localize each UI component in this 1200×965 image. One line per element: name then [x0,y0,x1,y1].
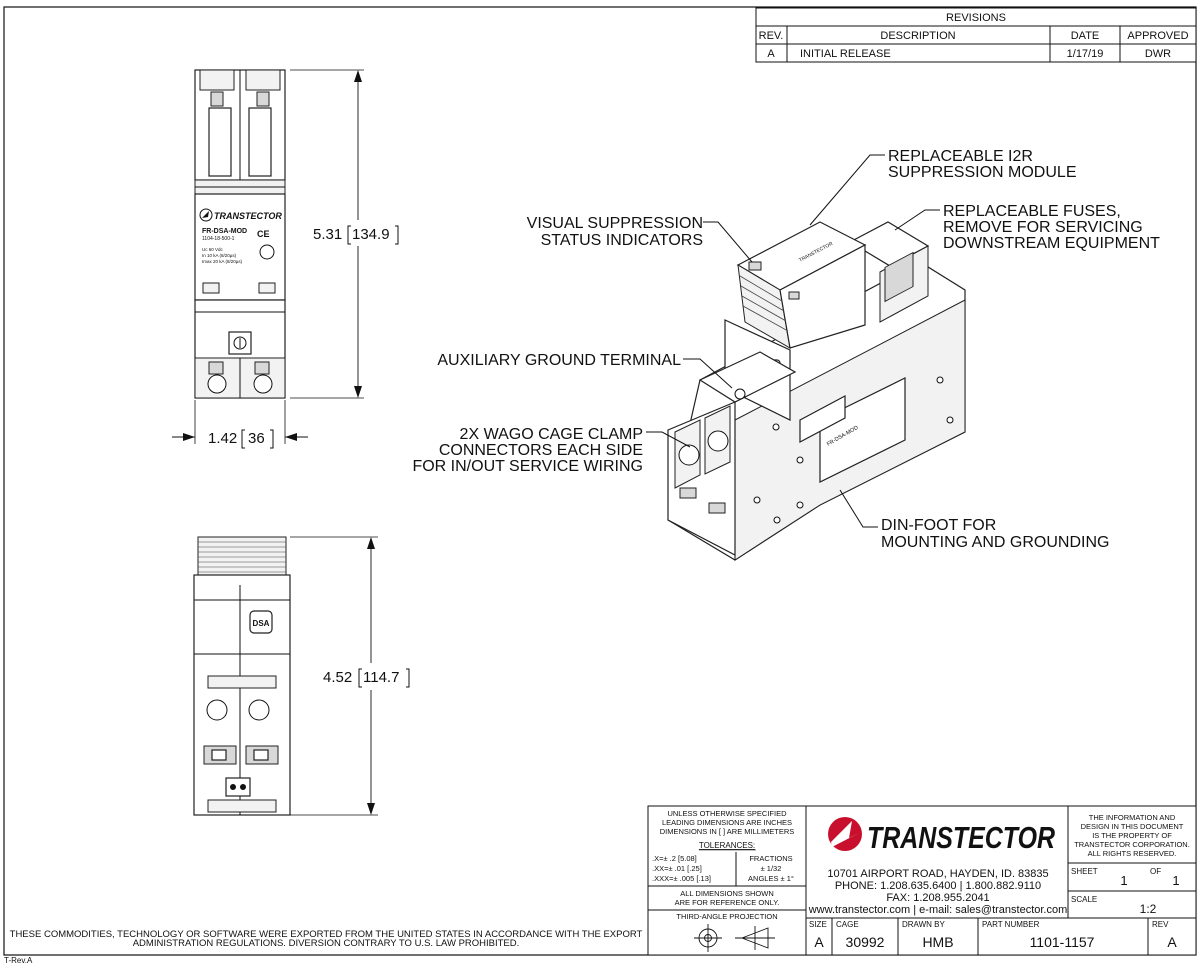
description-header: DESCRIPTION [880,30,955,42]
third-angle-projection-icon [694,924,775,952]
fractions-label: FRACTIONS [749,854,792,863]
callout-din-line2: MOUNTING AND GROUNDING [881,534,1109,551]
address-line-1: 10701 AIRPORT ROAD, HAYDEN, ID. 83835 [827,868,1048,880]
tolerances-label: TOLERANCES: [699,841,755,850]
proprietary-2: DESIGN IN THIS DOCUMENT [1081,822,1184,831]
callout-wago-line3: FOR IN/OUT SERVICE WIRING [412,458,643,475]
date-value: 1/17/19 [1067,48,1104,60]
date-header: DATE [1071,30,1100,42]
transtector-logo-icon [828,817,862,851]
callout-din-line1: DIN-FOOT FOR [881,517,996,534]
of-value: 1 [1172,873,1179,888]
front-height-dimension: 5.31 134.9 [290,69,399,399]
sheet-value: 1 [1120,873,1127,888]
drawn-label: DRAWN BY [902,920,945,929]
callouts: REPLACEABLE I2R SUPPRESSION MODULE REPLA… [412,148,1160,551]
angles-value: ANGLES ± 1° [748,874,794,883]
scale-value: 1:2 [1140,902,1157,916]
proprietary-1: THE INFORMATION AND [1089,813,1176,822]
approved-value: DWR [1145,48,1171,60]
front-view: TRANSTECTOR FR-DSA-MOD 1104-18-500-1 CE … [194,69,286,399]
front-label-brand: TRANSTECTOR [214,211,282,221]
tolerance-3: .XXX=± .005 [.13] [652,874,711,883]
export-notice-line2: ADMINISTRATION REGULATIONS. DIVERSION CO… [133,938,520,949]
rev-value: A [767,48,775,60]
company-name: TRANSTECTOR [867,820,1055,855]
tolerance-2: .XX=± .01 [.25] [652,864,702,873]
front-label-spec-1: Uc 60 Vdc [202,247,224,252]
export-notice-line1: THESE COMMODITIES, TECHNOLOGY OR SOFTWAR… [10,929,643,940]
front-label-model: FR-DSA-MOD [202,228,247,235]
callout-fuses-line1: REPLACEABLE FUSES, [943,203,1121,220]
rev-header: REV. [759,30,784,42]
side-height-dimension: 4.52 114.7 [290,536,410,816]
status-indicator-icon [259,244,275,260]
projection-label: THIRD-ANGLE PROJECTION [676,912,777,921]
callout-fuses-line2: REMOVE FOR SERVICING [943,219,1143,236]
reference-note-2: ARE FOR REFERENCE ONLY. [675,898,780,907]
callout-wago-line1: 2X WAGO CAGE CLAMP [460,426,643,443]
front-label-spec-2: In 10 kA (8/20µs) [202,253,237,258]
address-line-2: PHONE: 1.208.635.6400 | 1.800.882.9110 [835,880,1041,892]
address-line-3: FAX: 1.208.955.2041 [886,892,989,904]
callout-module-line2: SUPPRESSION MODULE [888,164,1076,181]
of-label: OF [1150,867,1161,876]
template-rev: T-Rev.A [4,956,33,965]
side-view: DSA [193,536,291,816]
front-width-dimension: 1.42 36 [172,400,308,449]
callout-indicators-line2: STATUS INDICATORS [541,232,703,249]
spec-note-3: DIMENSIONS IN [ ] ARE MILLIMETERS [660,827,795,836]
cage-label: CAGE [836,920,859,929]
title-block: UNLESS OTHERWISE SPECIFIED LEADING DIMEN… [647,805,1197,956]
address-line-4: www.transtector.com | e-mail: sales@tran… [808,904,1068,916]
cage-value: 30992 [846,934,885,950]
revisions-table: REVISIONS REV. DESCRIPTION DATE APPROVED… [755,7,1197,63]
callout-indicators-line1: VISUAL SUPPRESSION [527,215,703,232]
rev-block-value: A [1167,934,1177,950]
description-value: INITIAL RELEASE [800,48,891,60]
callout-ground: AUXILIARY GROUND TERMINAL [437,352,681,369]
iso-ground-screw-icon [734,388,746,400]
size-label: SIZE [809,920,827,929]
front-label-logo-icon [199,208,213,222]
scale-label: SCALE [1071,895,1097,904]
front-height-mm: 134.9 [352,226,390,243]
part-number-label: PART NUMBER [982,920,1040,929]
side-height-mm: 114.7 [363,669,399,686]
proprietary-3: IS THE PROPERTY OF [1092,831,1172,840]
spec-note-2: LEADING DIMENSIONS ARE INCHES [662,818,792,827]
callout-leaders [646,154,940,528]
front-label-spec-3: Imax 20 kA (8/20µs) [202,259,243,264]
size-value: A [814,934,824,950]
proprietary-5: ALL RIGHTS RESERVED. [1088,849,1177,858]
sheet-label: SHEET [1071,867,1098,876]
front-label-part: 1104-18-500-1 [202,236,235,242]
front-height-value: 5.31 [313,226,342,243]
revisions-title: REVISIONS [946,12,1006,24]
front-width-mm: 36 [248,430,265,447]
side-height-value: 4.52 [323,669,352,686]
side-dsa-badge: DSA [253,619,270,628]
front-label-ce: CE [257,229,270,239]
proprietary-4: TRANSTECTOR CORPORATION. [1074,840,1190,849]
drawn-value: HMB [922,934,953,950]
sheet-border [3,6,1197,956]
fractions-value: ± 1/32 [761,864,782,873]
callout-module-line1: REPLACEABLE I2R [888,148,1033,165]
front-width-value: 1.42 [208,430,237,447]
approved-header: APPROVED [1127,30,1188,42]
spec-note-1: UNLESS OTHERWISE SPECIFIED [667,809,787,818]
reference-note-1: ALL DIMENSIONS SHOWN [680,889,774,898]
callout-fuses-line3: DOWNSTREAM EQUIPMENT [943,235,1160,252]
isometric-view: TRANSTECTOR DSA FR-DSA-MOD [667,221,966,561]
tolerance-1: .X=± .2 [5.08] [652,854,697,863]
rev-label: REV [1152,920,1169,929]
callout-wago-line2: CONNECTORS EACH SIDE [439,442,643,459]
part-number-value: 1101-1157 [1030,934,1095,950]
